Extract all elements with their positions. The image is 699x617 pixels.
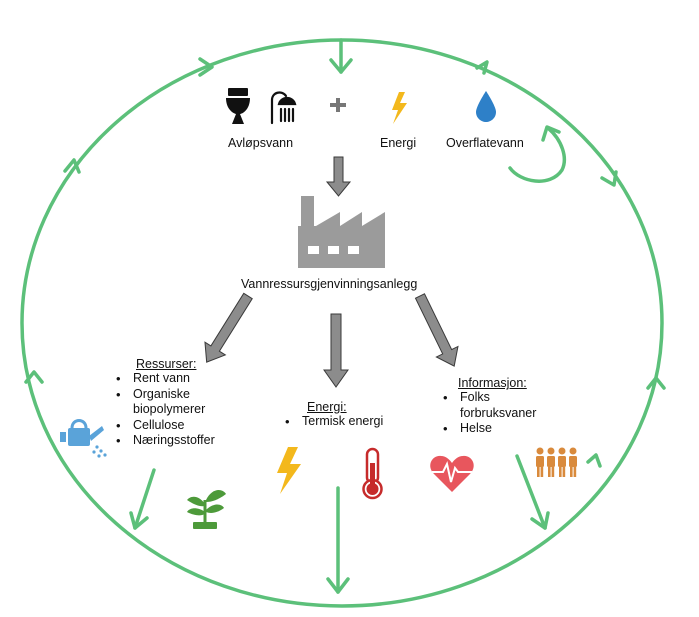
lightning-icon bbox=[392, 92, 407, 124]
factory-icon bbox=[298, 196, 385, 268]
resources-block: Ressurser: Rent vann Organiske biopolyme… bbox=[111, 357, 215, 449]
arrow-to-energy bbox=[323, 313, 349, 388]
plant-label: Vannressursgjenvinningsanlegg bbox=[241, 277, 418, 291]
plus-icon bbox=[330, 98, 346, 112]
top-inflow-arrow bbox=[329, 38, 353, 74]
arrow-to-information bbox=[414, 293, 459, 367]
list-item-text: forbruksvaner bbox=[460, 405, 537, 420]
information-block: Informasjon: Folks forbruksvaner Helse bbox=[438, 376, 536, 437]
output-arrows bbox=[129, 454, 550, 594]
list-item: Næringsstoffer bbox=[111, 433, 215, 449]
list-item: Rent vann bbox=[111, 371, 215, 387]
surface-water-label: Overflatevann bbox=[446, 136, 524, 150]
arrow-into-plant bbox=[325, 156, 352, 197]
plant-sprout-icon bbox=[187, 490, 226, 529]
toilet-icon bbox=[226, 88, 250, 124]
surface-water-loop-arrow bbox=[508, 125, 567, 183]
shower-icon bbox=[270, 91, 297, 125]
heart-rate-icon bbox=[430, 455, 474, 492]
list-item-continuation: forbruksvaner bbox=[438, 406, 536, 422]
lightning-icon bbox=[277, 447, 301, 494]
list-item: Termisk energi bbox=[280, 414, 383, 430]
information-list: Folks forbruksvaner Helse bbox=[438, 390, 536, 437]
arrow-to-resources bbox=[204, 292, 253, 363]
water-drop-icon bbox=[476, 91, 496, 122]
list-item-text: biopolymerer bbox=[133, 402, 206, 416]
list-item: Organiske bbox=[111, 387, 215, 403]
cycle-ellipse bbox=[20, 38, 664, 608]
resources-heading: Ressurser: bbox=[136, 357, 197, 371]
list-item: Cellulose bbox=[111, 418, 215, 434]
cycle-direction-arrows bbox=[24, 57, 666, 468]
information-heading: Informasjon: bbox=[458, 376, 527, 390]
grey-flow-arrows bbox=[204, 156, 459, 388]
energy-output-block: Energi: Termisk energi bbox=[280, 400, 383, 430]
wastewater-label: Avløpsvann bbox=[228, 136, 294, 150]
energy-output-heading: Energi: bbox=[307, 400, 347, 414]
people-group-icon bbox=[536, 447, 577, 477]
watering-can-icon bbox=[60, 419, 107, 458]
list-item-continuation: biopolymerer bbox=[111, 402, 215, 418]
thermometer-icon bbox=[362, 447, 383, 500]
energy-output-list: Termisk energi bbox=[280, 414, 383, 430]
list-item: Folks bbox=[438, 390, 536, 406]
list-item: Helse bbox=[438, 421, 536, 437]
energy-input-label: Energi bbox=[380, 136, 417, 150]
resources-list: Rent vann Organiske biopolymerer Cellulo… bbox=[111, 371, 215, 449]
